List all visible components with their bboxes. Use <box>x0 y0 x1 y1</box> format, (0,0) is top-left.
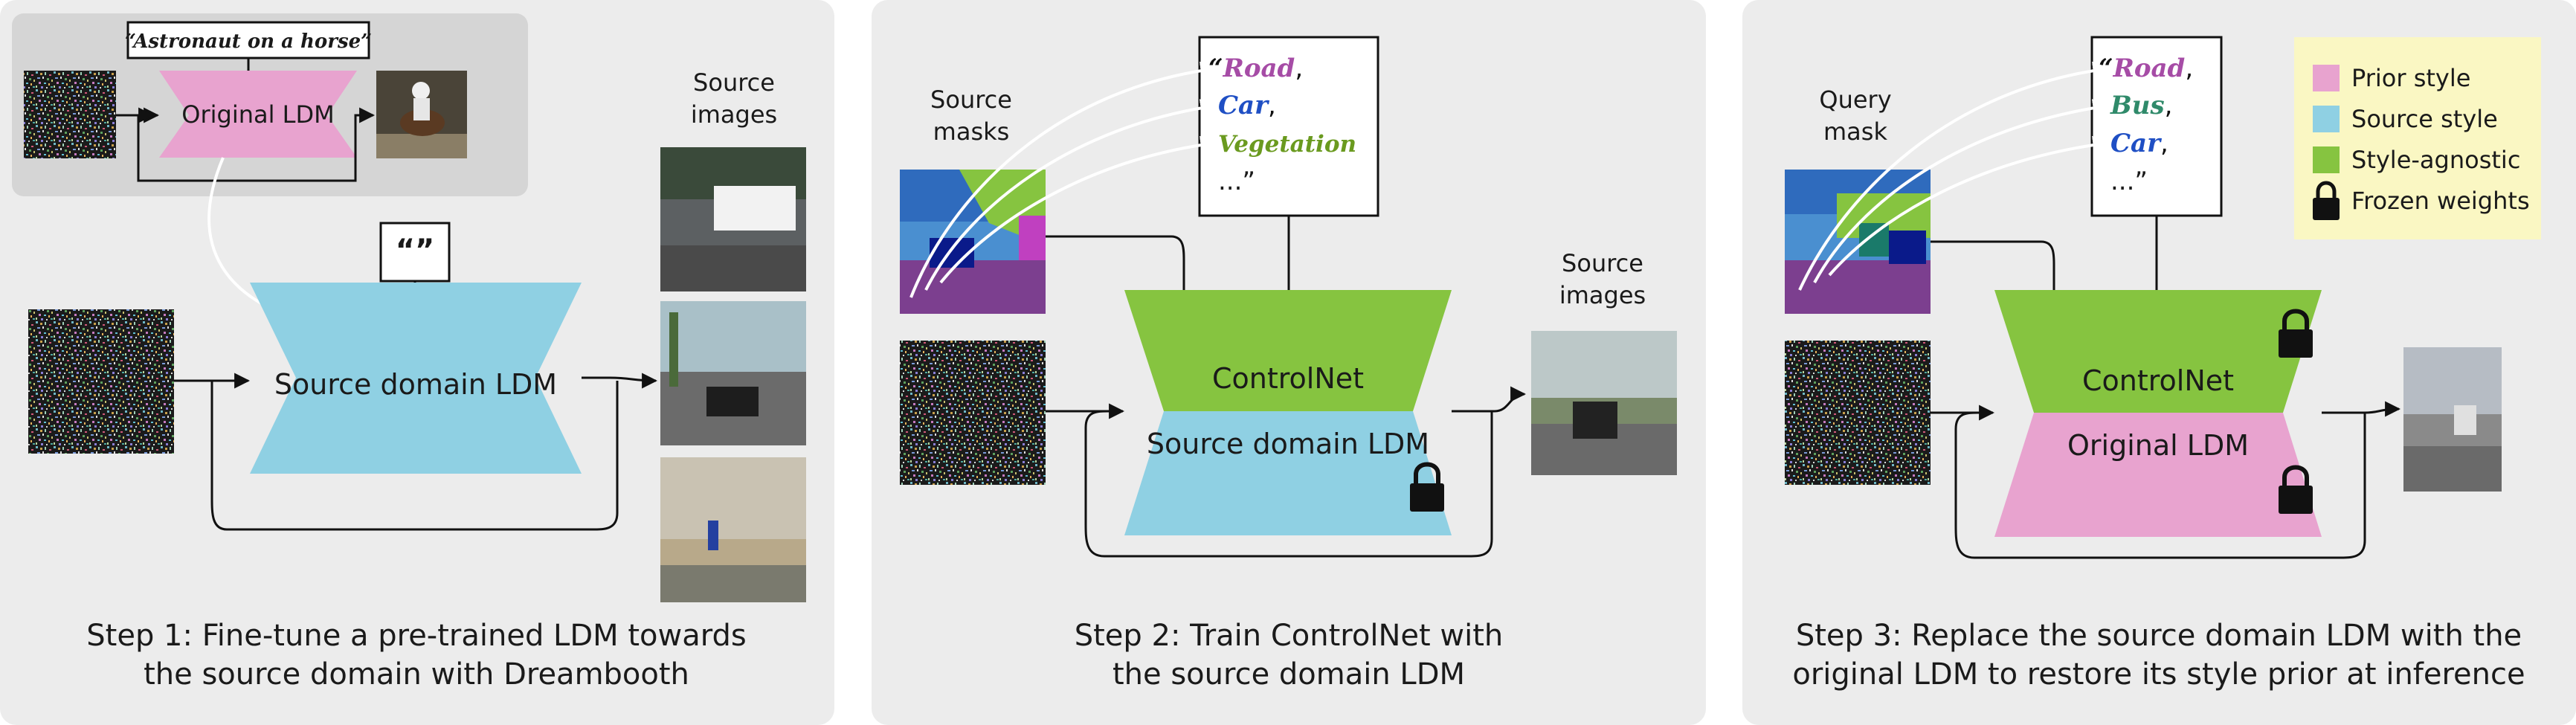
lock-icon <box>1410 462 1444 512</box>
source-images-label-1: Source <box>693 68 775 97</box>
legend-label-frozen: Frozen weights <box>2351 187 2530 215</box>
svg-text:Vegetation: Vegetation <box>1218 131 1356 158</box>
noise-image <box>28 309 174 454</box>
top-prompt-box <box>126 21 370 59</box>
source-ldm-shape-p2 <box>1124 411 1452 535</box>
query-mask-label-1: Query <box>1819 86 1891 114</box>
p2-prompt-car: Car <box>1218 91 1269 120</box>
p3-prompt-road: Road <box>2113 54 2186 83</box>
source-image-p2 <box>1531 331 1677 475</box>
source-masks-label-1: Source <box>930 86 1012 114</box>
source-image-1 <box>660 147 806 291</box>
legend-swatch-prior <box>2313 65 2340 91</box>
query-mask-image <box>1785 170 1931 314</box>
noise-image-p3 <box>1785 341 1931 485</box>
legend-label-agnostic: Style-agnostic <box>2351 146 2520 174</box>
query-mask-label-2: mask <box>1823 117 1887 146</box>
step3-caption-1: Step 3: Replace the source domain LDM wi… <box>1796 619 2522 653</box>
p3-prompt-car: Car <box>2110 129 2162 158</box>
noise-image-small <box>24 71 116 158</box>
original-ldm-label: Original LDM <box>181 100 334 129</box>
lock-icon <box>2313 181 2340 220</box>
source-images-label-2b: images <box>1559 281 1646 309</box>
lock-icon <box>2279 465 2313 514</box>
source-ldm-label: Source domain LDM <box>274 368 557 401</box>
p2-prompt-end: ...” <box>1218 167 1255 196</box>
source-image-2 <box>660 301 806 445</box>
original-ldm-shape <box>159 71 357 158</box>
step2-caption-2: the source domain LDM <box>1112 657 1465 692</box>
p2-comma-1: , <box>1295 54 1303 83</box>
p2-prompt-road: Road <box>1223 54 1295 83</box>
p3-comma-3: , <box>2160 129 2168 158</box>
legend-swatch-source <box>2313 106 2340 132</box>
controlnet-label-p2: ControlNet <box>1212 362 1364 395</box>
source-images-label-1b: images <box>691 100 777 129</box>
noise-image-p2 <box>900 341 1046 485</box>
p3-comma-2: , <box>2165 91 2173 120</box>
p2-prompt-veg: Vegetation <box>1218 131 1356 158</box>
source-image-3 <box>660 457 806 602</box>
empty-prompt-text: “” <box>396 233 435 268</box>
legend-swatch-agnostic <box>2313 146 2340 173</box>
controlnet-label-p3: ControlNet <box>2082 364 2234 397</box>
step2-caption-1: Step 2: Train ControlNet with <box>1075 619 1504 653</box>
legend-label-source: Source style <box>2351 105 2498 133</box>
step3-caption-2: original LDM to restore its style prior … <box>1792 657 2525 692</box>
original-ldm-label-p3: Original LDM <box>2067 429 2249 462</box>
empty-prompt-box <box>379 222 451 283</box>
step1-caption-2: the source domain with Dreambooth <box>144 657 689 692</box>
svg-text:“Road,: “Road, <box>1208 54 1303 83</box>
generated-image-p3 <box>2403 347 2502 492</box>
lock-icon <box>2279 309 2313 358</box>
svg-text:Car,: Car, <box>2110 129 2168 158</box>
astronaut-image <box>376 71 467 158</box>
svg-text:Bus,: Bus, <box>2110 91 2172 120</box>
step1-caption-1: Step 1: Fine-tune a pre-trained LDM towa… <box>86 619 746 653</box>
svg-text:“Road,: “Road, <box>2099 54 2193 83</box>
legend-label-prior: Prior style <box>2351 64 2470 92</box>
p2-comma-2: , <box>1268 91 1276 120</box>
p3-prompt-bus: Bus <box>2110 91 2165 120</box>
original-ldm-shape-p3 <box>1994 413 2322 537</box>
p2-prompt-box <box>1198 36 1379 217</box>
controlnet-shape-p3 <box>1994 290 2322 413</box>
p3-prompt-end: ...” <box>2110 167 2148 196</box>
source-images-label-2: Source <box>1562 249 1643 277</box>
source-mask-image <box>900 170 1046 314</box>
p3-comma-1: , <box>2185 54 2193 83</box>
p3-prompt-box <box>2090 36 2223 217</box>
svg-text:Car,: Car, <box>1218 91 1276 120</box>
source-masks-label-2: masks <box>933 117 1010 146</box>
top-prompt-text: “Astronaut on a horse” <box>125 30 372 53</box>
source-ldm-shape <box>250 283 582 474</box>
source-ldm-label-p2: Source domain LDM <box>1147 428 1429 460</box>
